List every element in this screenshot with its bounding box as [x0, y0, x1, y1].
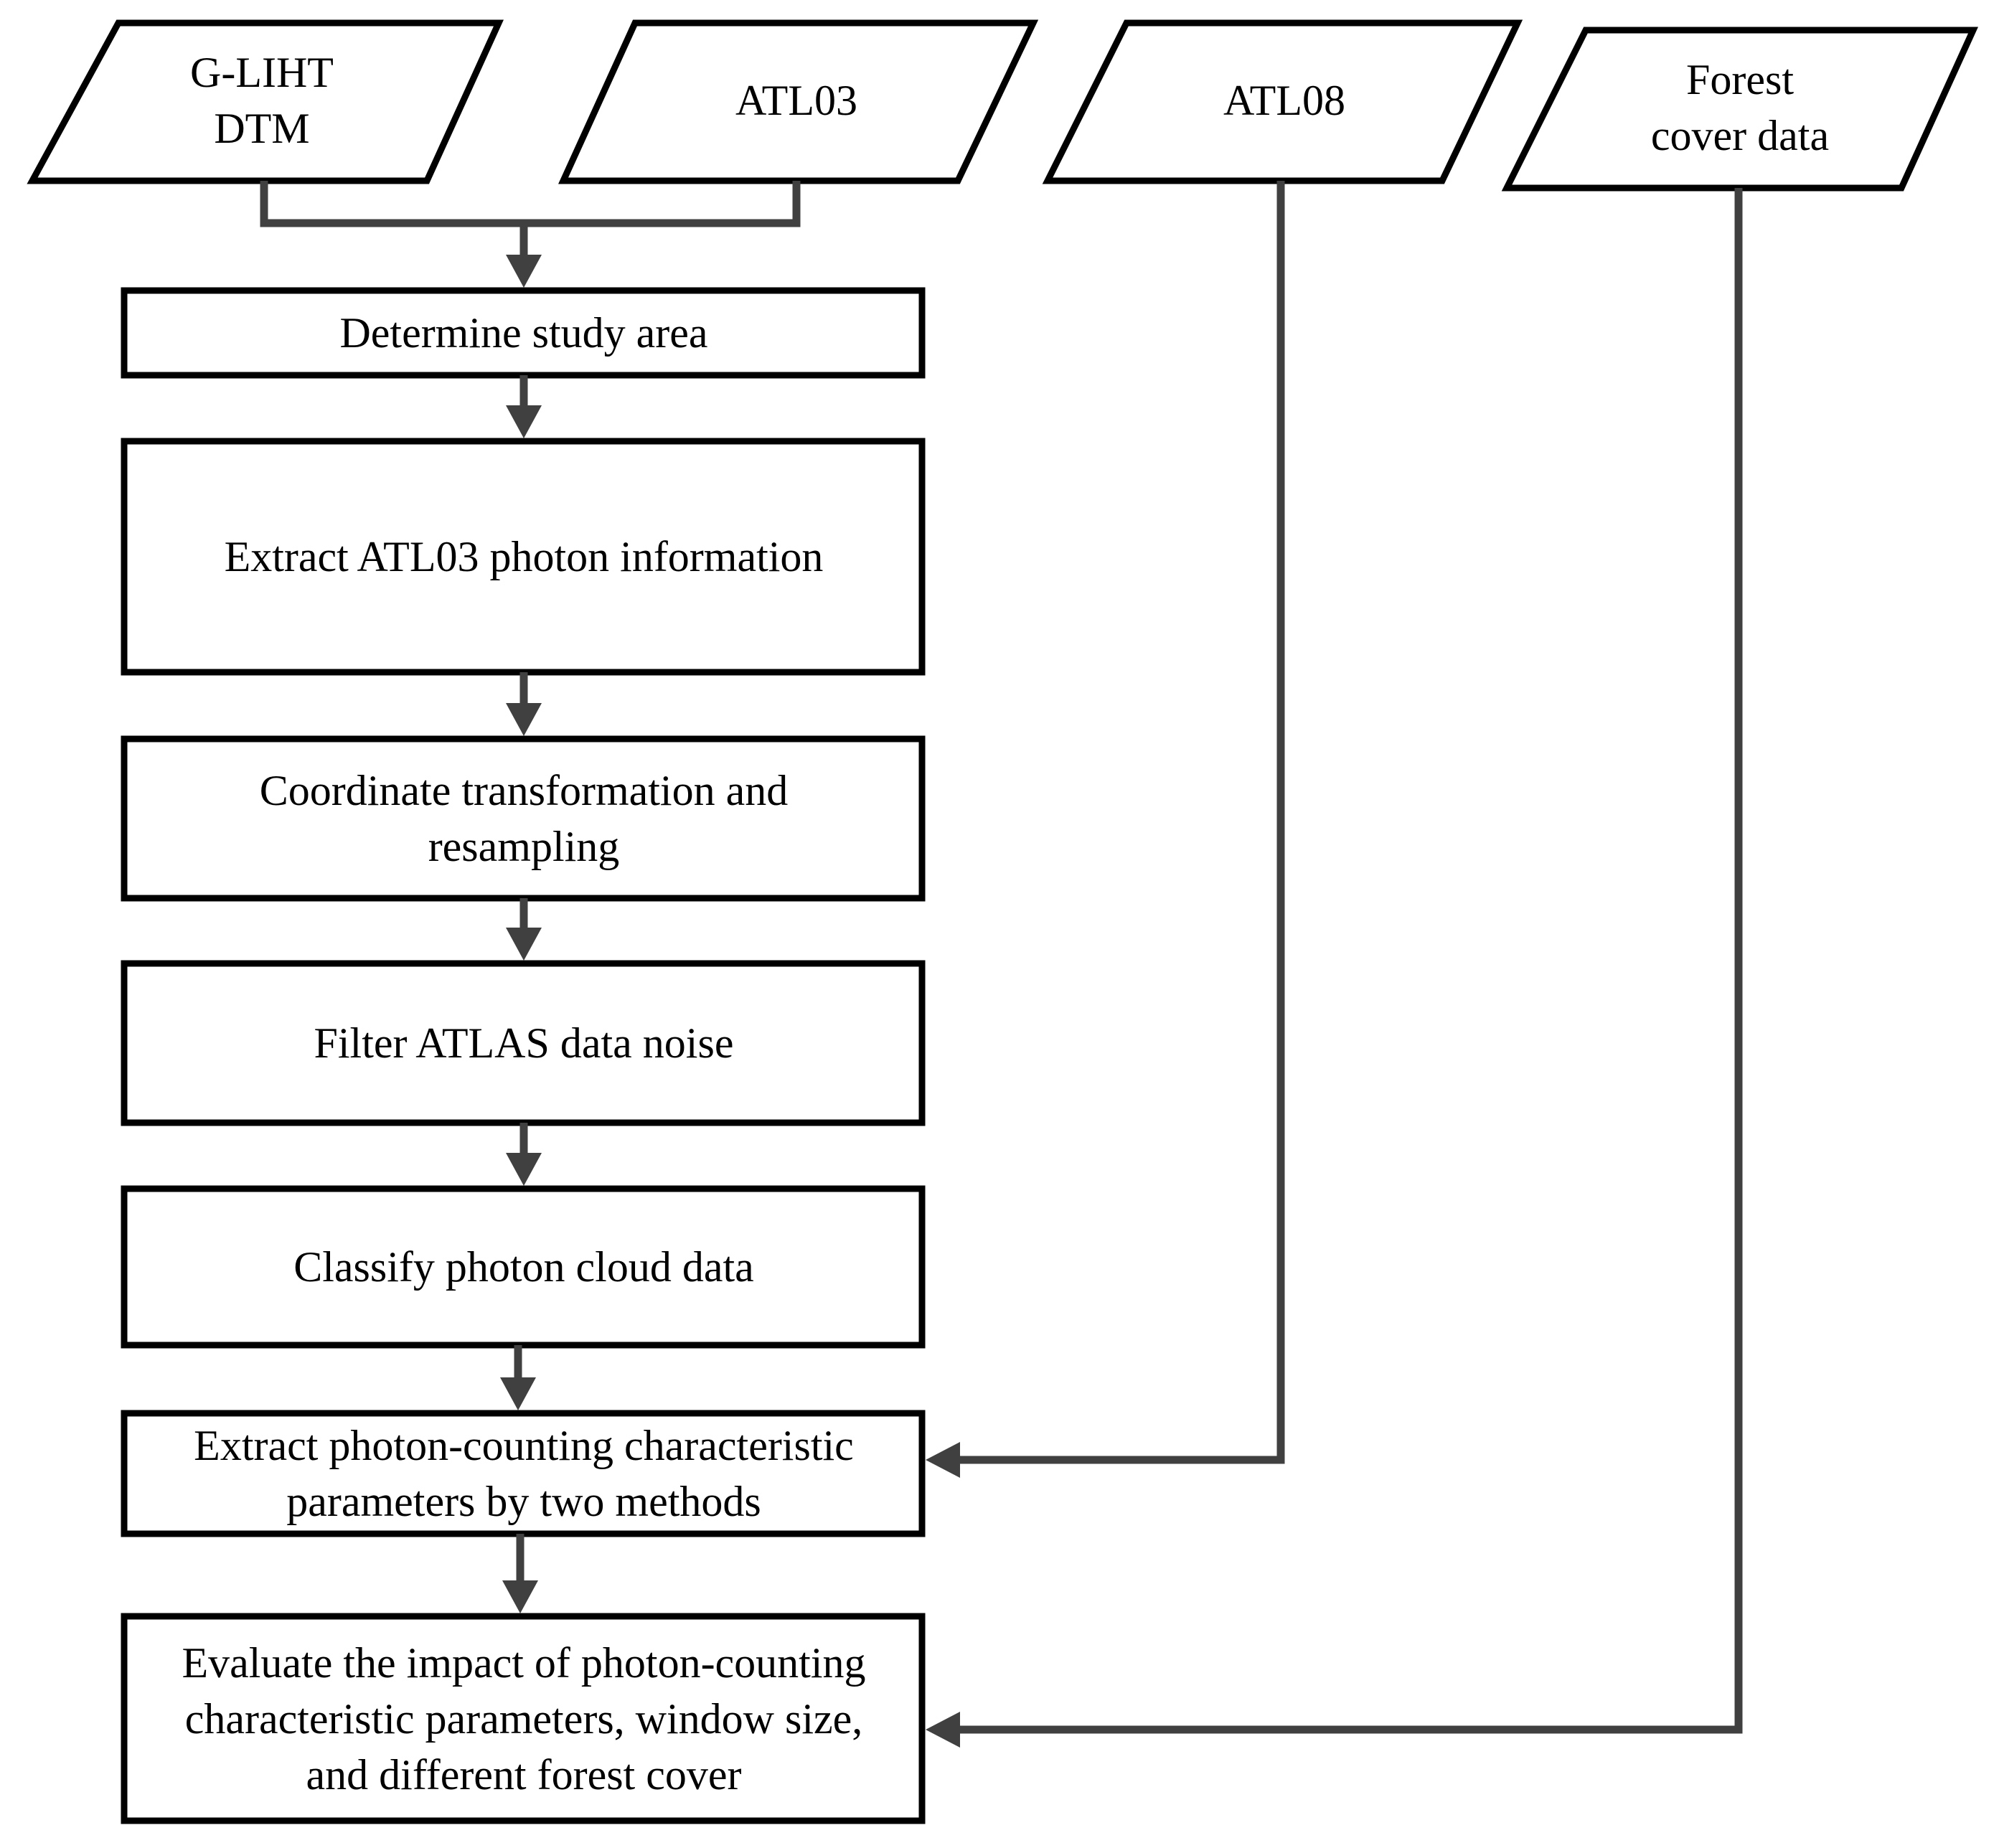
connector-forest-to-evaluate [954, 188, 1743, 1734]
arrowhead-params [500, 1377, 536, 1410]
step-box-classify [121, 1185, 926, 1349]
arrowhead-filter [506, 928, 542, 961]
step-label-filter-noise: Filter ATLAS data noise [314, 1019, 734, 1067]
step-label-classify: Classify photon cloud data [293, 1243, 754, 1291]
arrowhead-classify [506, 1153, 542, 1186]
arrowhead-evaluate [502, 1580, 538, 1613]
step-label-extract-params: Extract photon-counting characteristic p… [194, 1422, 854, 1525]
input-shape-forest [1501, 27, 1978, 192]
step-box-coord-transform [121, 735, 926, 902]
step-box-evaluate [121, 1613, 926, 1824]
input-shape-atl08 [1042, 19, 1523, 184]
connector-merge-inputs [260, 181, 801, 227]
input-shape-atl03 [558, 19, 1039, 184]
step-box-study-area [121, 287, 926, 379]
input-label-atl08: ATL08 [1223, 77, 1345, 124]
step-label-coord-transform: Coordinate transformation and resampling [259, 767, 789, 870]
arrowhead-forest [926, 1712, 960, 1748]
connector-atl08-to-params [954, 181, 1285, 1464]
step-box-extract-photon [121, 438, 926, 676]
input-label-forest: Forest cover data [1650, 56, 1830, 159]
arrowhead-coord [506, 703, 542, 736]
step-box-filter-noise [121, 960, 926, 1126]
arrowhead-photon [506, 405, 542, 438]
input-shape-glight [27, 19, 504, 184]
step-label-study-area: Determine study area [339, 309, 708, 357]
arrowhead-study-area [506, 255, 542, 288]
input-label-glight: G-LIHT DTM [190, 49, 334, 152]
input-label-atl03: ATL03 [735, 77, 857, 124]
step-label-extract-photon: Extract ATL03 photon information [224, 533, 824, 580]
arrowhead-atl08 [926, 1442, 960, 1478]
step-label-evaluate: Evaluate the impact of photon-counting c… [182, 1639, 866, 1798]
